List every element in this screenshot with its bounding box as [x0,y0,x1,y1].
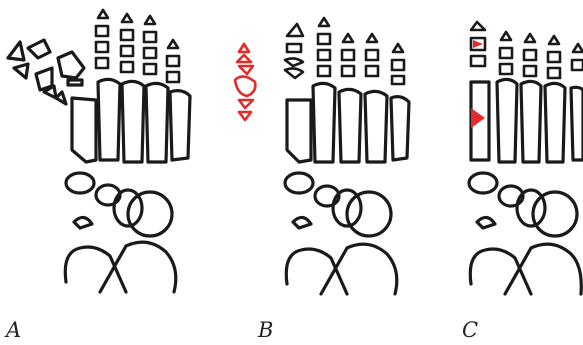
panel-a: A [0,0,195,345]
carpals-a [66,173,172,236]
phalanges-a [96,10,179,82]
carpals-c [469,173,577,236]
red-fragments-b [235,44,255,120]
panel-label-a: A [6,318,21,342]
long-bones-b [286,244,397,294]
phalanges-c [471,22,583,78]
long-bones-a [65,242,176,292]
panel-label-b: B [258,318,273,342]
skeleton-drawing-c [455,0,583,345]
metacarpals-a [72,79,190,162]
metacarpals-b [287,83,409,162]
fragment-group-a [8,40,84,104]
long-bones-c [470,244,581,294]
metacarpals-c [471,79,583,162]
carpals-b [285,173,391,236]
skeleton-drawing-a [0,0,195,345]
panel-b: B [195,0,455,345]
phalanges-b [285,18,404,84]
panel-c: C [455,0,583,345]
panel-label-c: C [462,318,478,342]
red-wedge-bottom [471,108,485,128]
skeleton-drawing-b [195,0,455,345]
red-wedge-top [473,40,483,48]
